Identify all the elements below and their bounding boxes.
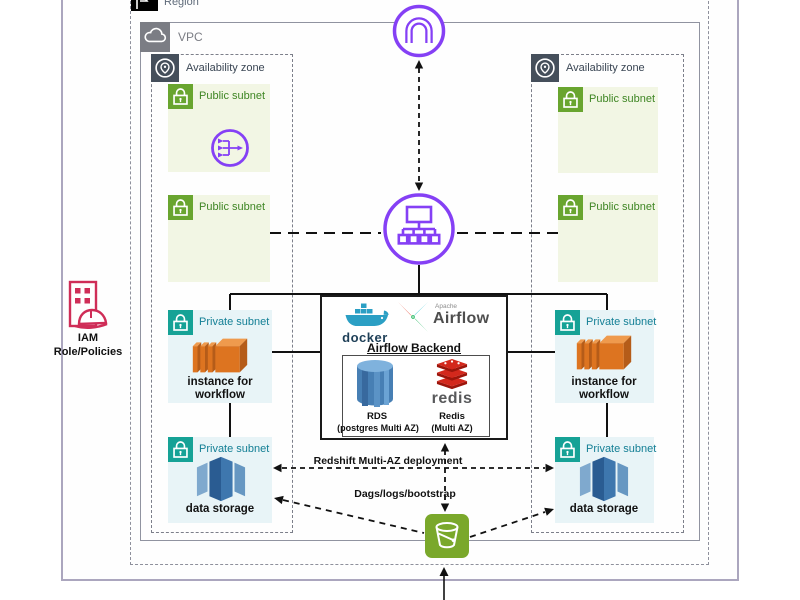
redis-sub: (Multi AZ): [431, 423, 473, 433]
internet-gateway-icon: [392, 4, 446, 58]
public-subnet-label: Public subnet: [199, 90, 266, 102]
vpc-label: VPC: [178, 30, 203, 44]
rds-icon: [352, 358, 398, 410]
private-subnet-label: Private subnet: [586, 316, 657, 328]
availability-zone-right-label: Availability zone: [566, 62, 645, 74]
rds-name: RDS: [366, 411, 388, 422]
airflow-backend-title: Airflow Backend: [366, 341, 462, 355]
airflow-brand-apache: Apache: [435, 303, 458, 310]
public-subnet-label: Public subnet: [199, 201, 266, 213]
airflow-logo: [398, 302, 428, 332]
private-subnet-label: Private subnet: [586, 443, 657, 455]
region-icon: [131, 0, 158, 11]
docker-wordmark: docker: [342, 330, 388, 345]
bucket-left-dashed-link: [282, 499, 425, 534]
redis-name: Redis: [439, 411, 465, 422]
dags-annotation: Dags/logs/bootstrap: [354, 488, 456, 500]
docker-logo: [345, 303, 389, 326]
public-subnet-label: Public subnet: [589, 201, 656, 213]
vpc-endpoint-icon: [211, 129, 249, 167]
private-subnet-label: Private subnet: [199, 316, 270, 328]
data-storage-caption: data storage: [185, 503, 255, 515]
private-subnet-label: Private subnet: [199, 443, 270, 455]
load-balancer-icon: [383, 193, 455, 265]
bucket-right-dashed-link: [469, 511, 546, 538]
redis-wordmark: redis: [431, 390, 473, 407]
redis-icon: [433, 359, 471, 391]
arrowheads: [273, 60, 554, 576]
airflow-brand: Airflow: [433, 310, 490, 327]
region-boundary: [130, 0, 709, 565]
rds-sub: (postgres Multi AZ): [337, 423, 419, 433]
public-subnet-label: Public subnet: [589, 93, 656, 105]
availability-zone-left-label: Availability zone: [186, 62, 265, 74]
s3-bucket-icon: [425, 514, 469, 558]
data-storage-caption: data storage: [569, 503, 639, 515]
redshift-annotation: Redshift Multi-AZ deployment: [313, 455, 463, 467]
region-label: Region: [164, 0, 199, 8]
iam-icon: [68, 280, 108, 329]
vpc-icon: [140, 22, 170, 52]
